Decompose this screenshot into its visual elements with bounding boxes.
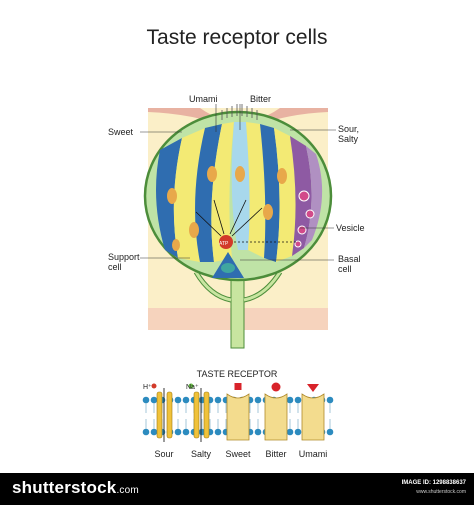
- label-bitter: Bitter: [250, 94, 272, 104]
- microvilli: [221, 104, 258, 120]
- lipid-head: [182, 396, 190, 404]
- lipid-head: [198, 396, 206, 404]
- receptor-label-sweet: Sweet: [225, 449, 251, 459]
- label-atp: ATP: [219, 241, 229, 247]
- cell-blue-2: [195, 124, 222, 262]
- cell-yellow-4: [274, 128, 296, 262]
- lipid-head: [294, 396, 302, 404]
- lipid-head: [294, 428, 302, 436]
- receptor-title: TASTE RECEPTOR: [196, 369, 278, 379]
- ligand: [271, 382, 281, 392]
- vesicle: [297, 225, 307, 235]
- lipid-head: [286, 396, 294, 404]
- nucleus: [167, 188, 177, 204]
- label-sour-salty: Sour, Salty: [338, 124, 360, 144]
- receptor-protein-sweet: [226, 383, 250, 441]
- vesicle: [298, 190, 310, 202]
- receptor-protein-bitter: [264, 382, 288, 441]
- receptor-label-bitter: Bitter: [265, 449, 287, 459]
- nerve-branch-right-inner: [243, 271, 282, 302]
- lipid-head: [214, 396, 222, 404]
- ion-na: Na⁺: [186, 384, 199, 391]
- lipid-head: [142, 396, 150, 404]
- lipid-head: [150, 428, 158, 436]
- lipid-head: [174, 396, 182, 404]
- footer-url: www.shutterstock.com: [416, 489, 466, 495]
- atp-marker: [219, 235, 233, 249]
- label-sweet: Sweet: [108, 127, 134, 137]
- nucleus: [189, 222, 199, 238]
- nerve-branch-left-inner: [194, 271, 232, 302]
- lipid-head: [214, 428, 222, 436]
- basal-nucleus: [221, 263, 235, 273]
- receptor-label-sour: Sour: [154, 449, 174, 459]
- nucleus: [172, 239, 180, 251]
- receptor-protein-umami: [301, 384, 325, 441]
- lipid-head: [150, 396, 158, 404]
- lipid-head: [326, 428, 334, 436]
- label-vesicle: Vesicle: [336, 223, 365, 233]
- ion-h: H⁺: [143, 384, 152, 391]
- lipid-head: [286, 428, 294, 436]
- receptor-label-salty: Salty: [190, 449, 211, 459]
- nucleus: [263, 204, 273, 220]
- label-basal-cell: Basal cell: [338, 254, 361, 274]
- cell-blue-3: [260, 124, 280, 262]
- leader-lines: [140, 104, 336, 261]
- nucleus: [277, 168, 287, 184]
- footer-logo: shutterstock.com: [12, 478, 139, 497]
- lipid-head: [326, 396, 334, 404]
- footer-image-id: IMAGE ID: 1298838637: [401, 480, 466, 486]
- cell-yellow-1: [173, 128, 205, 262]
- cell-yellow-2: [211, 122, 234, 262]
- lipid-head: [254, 396, 262, 404]
- cell-purple-2: [304, 146, 323, 248]
- label-umami: Umami: [189, 94, 218, 104]
- ligand: [307, 384, 319, 392]
- lipid-head: [182, 428, 190, 436]
- signal-arrows: [195, 199, 296, 243]
- nerve-fiber: [230, 269, 245, 349]
- lipid-head: [142, 428, 150, 436]
- taste-bud-diagram: [140, 104, 336, 442]
- receptor-label-umami: Umami: [298, 449, 328, 459]
- lipid-head: [198, 428, 206, 436]
- label-support-cell: Support cell: [108, 252, 140, 272]
- vesicle: [294, 240, 302, 248]
- page-title: Taste receptor cells: [146, 26, 328, 49]
- nucleus: [235, 166, 245, 182]
- footer-bar: shutterstock.com IMAGE ID: 1298838637 ww…: [0, 473, 474, 505]
- vesicle: [305, 209, 315, 219]
- lipid-head: [174, 428, 182, 436]
- lipid-head: [254, 428, 262, 436]
- cell-yellow-3: [246, 122, 266, 258]
- receptor-protein-sour: [151, 383, 173, 442]
- ligand: [234, 383, 242, 390]
- cell-lightblue-center: [231, 122, 250, 250]
- nucleus: [207, 166, 217, 182]
- receptor-protein-salty: [188, 383, 210, 442]
- taste-pore: [148, 108, 328, 132]
